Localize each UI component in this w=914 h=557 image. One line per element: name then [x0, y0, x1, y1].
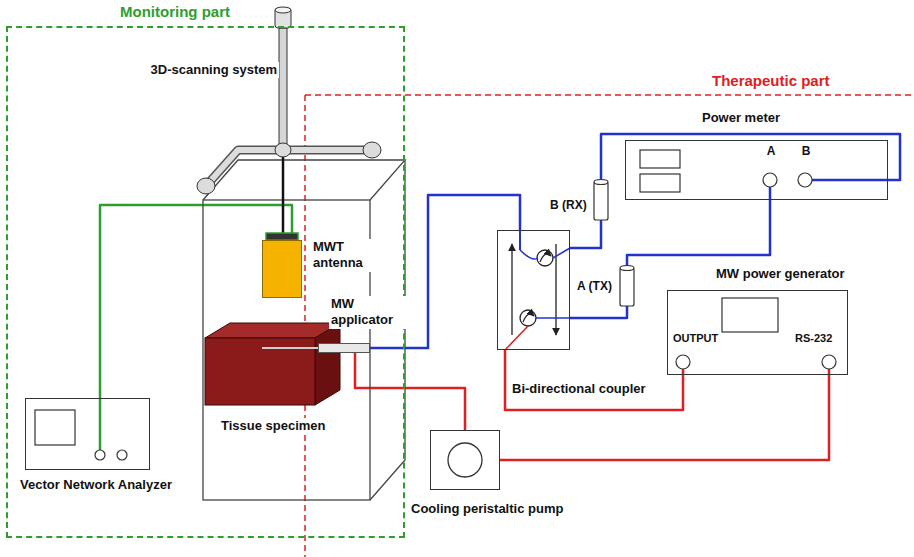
- applicator-needle: [262, 348, 318, 349]
- cable-label: B (RX): [548, 198, 589, 213]
- network-analyzer: Vector Network Analyzer: [25, 398, 150, 470]
- coupler-arrows-part: [505, 326, 528, 350]
- coupler-arrows-part: [536, 317, 570, 319]
- scanning-arm-part: [197, 178, 215, 194]
- coupler-arrows-part: [555, 244, 556, 335]
- scanning-arm-part: [206, 150, 372, 186]
- cable: [355, 353, 465, 430]
- antenna-cap: [266, 233, 298, 240]
- water-tank: [203, 160, 405, 500]
- tissue-specimen: Tissue specimen: [205, 323, 340, 405]
- coupler-arrows-part: [520, 250, 538, 259]
- analyzer-front-part: [95, 450, 105, 460]
- attenuator-part: [620, 266, 634, 271]
- port-label: OUTPUT: [673, 332, 718, 346]
- therapeutic-region-border: [305, 95, 914, 557]
- generator-front-part: [822, 355, 836, 369]
- cable: [505, 350, 683, 410]
- device-label: Vector Network Analyzer: [20, 477, 172, 493]
- tissue-cube: [205, 323, 340, 405]
- therapeutic-region-border-part: [305, 95, 914, 557]
- bidirectional-coupler: Bi-directional coupler: [497, 230, 570, 350]
- tissue-cube-part: [315, 323, 340, 405]
- power-meter-front-part: [798, 173, 812, 187]
- scanning-arm-part: [275, 8, 291, 28]
- pump-rotor: [448, 443, 482, 477]
- device-label: MWT antenna: [311, 239, 379, 272]
- cable: [570, 134, 900, 248]
- power-meter-front-part: [640, 150, 680, 168]
- pump-rotor-part: [448, 443, 482, 477]
- generator-front-part: [676, 355, 690, 369]
- generator-front-part: [722, 298, 778, 332]
- device-label: Cooling peristaltic pump: [411, 501, 563, 517]
- power-meter-front-part: [769, 187, 772, 200]
- cable: [500, 375, 829, 460]
- port-label: RS-232: [795, 332, 832, 346]
- scanning-arm-part: [279, 28, 287, 150]
- antenna-cap-part: [266, 233, 298, 240]
- scanning-arm-part: [363, 142, 381, 158]
- coupler-arrows-part: [553, 248, 570, 258]
- analyzer-front: [35, 398, 127, 460]
- analyzer-front-part: [117, 450, 127, 460]
- analyzer-front-part: [35, 410, 75, 445]
- mwt-antenna: MWT antenna: [262, 240, 302, 298]
- scanning-arm-part: [275, 143, 291, 157]
- power-meter-front: [640, 150, 888, 200]
- device-label: Monitoring part: [120, 3, 230, 22]
- device-label: Power meter: [702, 110, 780, 126]
- scanning-arm: [197, 7, 381, 236]
- scanning-arm-part: [275, 7, 291, 13]
- port-label: A: [761, 144, 781, 159]
- power-meter: Power meterAB: [625, 140, 888, 200]
- device-label: MW applicator: [329, 296, 415, 329]
- region-title: Therapeutic part: [712, 72, 830, 91]
- coupler-arrows-part: [511, 244, 512, 335]
- part-name: 3D-scanning system: [136, 62, 279, 78]
- attenuator-part: [594, 180, 608, 185]
- power-meter-front-part: [640, 174, 680, 192]
- water-tank-part: [203, 160, 405, 500]
- power-meter-front-part: [812, 179, 888, 182]
- attenuator-part: [620, 268, 634, 306]
- coupler-arrows-part: [540, 254, 551, 262]
- power-meter-front-part: [763, 173, 777, 187]
- coupler-arrows: [505, 230, 570, 350]
- coupler-arrows-part: [520, 310, 536, 326]
- coupler-arrows-part: [519, 230, 521, 250]
- power-generator: MW power generatorOUTPUTRS-232: [667, 290, 848, 375]
- mw-applicator: MW applicator: [318, 343, 370, 353]
- coupler-arrows-part: [523, 314, 534, 322]
- device-label: Tissue specimen: [219, 418, 328, 434]
- device-label: Bi-directional coupler: [512, 381, 646, 397]
- monitoring-region: Monitoring partVector Network AnalyzerMW…: [8, 28, 403, 536]
- peristaltic-pump: Cooling peristaltic pump: [430, 430, 500, 490]
- applicator-needle-part: [262, 347, 318, 349]
- cable-label: A (TX): [575, 279, 614, 294]
- attenuator-part: [594, 182, 608, 220]
- scanning-arm-part: [206, 150, 372, 186]
- port-label: B: [796, 144, 816, 159]
- scanning-arm-part: [282, 148, 285, 236]
- analyzer-front-part: [99, 398, 102, 450]
- device-label: MW power generator: [716, 266, 845, 282]
- coupler-arrows-part: [537, 250, 553, 266]
